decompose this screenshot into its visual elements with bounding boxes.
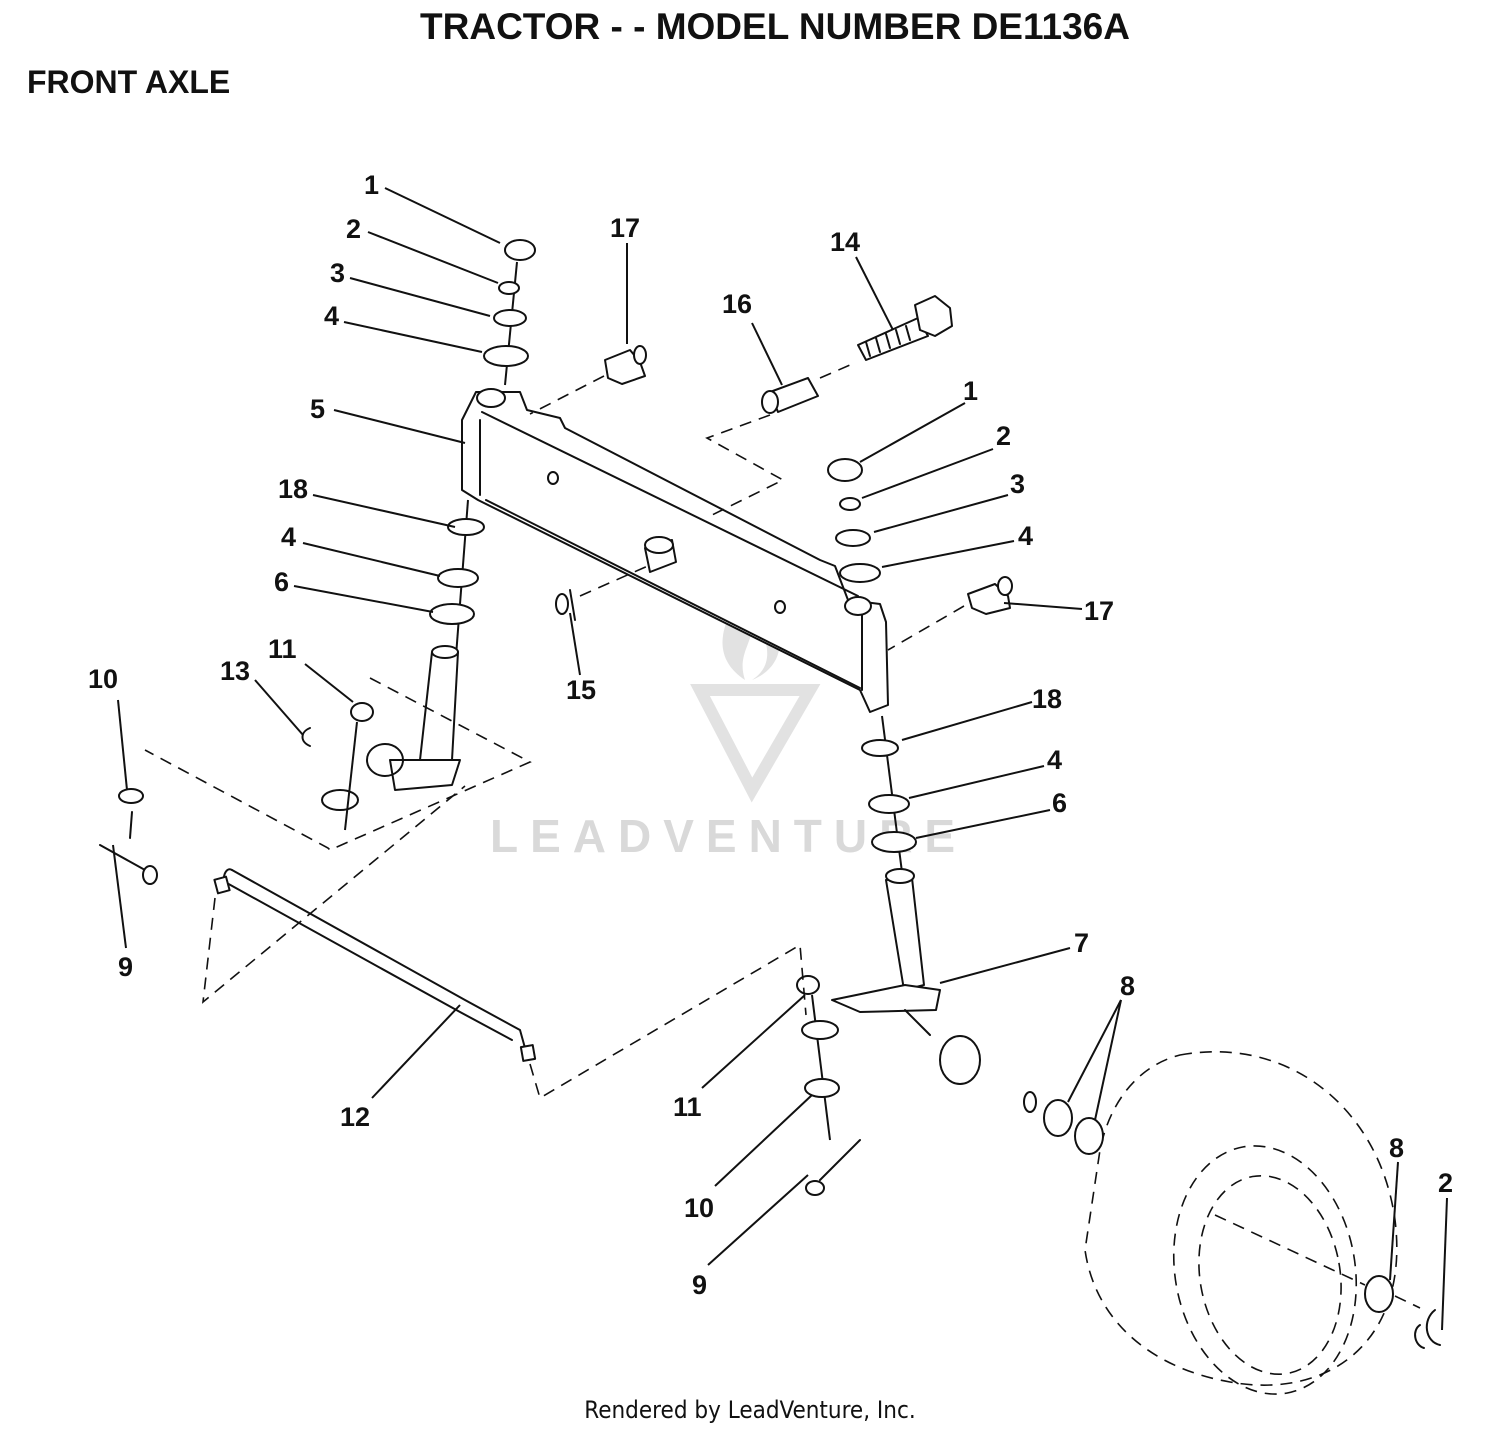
callout-4: 4: [281, 522, 296, 552]
callout-15: 15: [566, 675, 596, 705]
callout-4: 4: [1047, 745, 1062, 775]
callout-11: 11: [268, 634, 297, 664]
callout-3: 3: [330, 258, 345, 288]
tie-rod: [213, 868, 537, 1062]
callout-1: 1: [963, 376, 978, 406]
callout-leaders: [112, 187, 1448, 1331]
left-spindle-stack: [301, 239, 536, 831]
callout-6: 6: [1052, 788, 1067, 818]
callout-5: 5: [310, 394, 325, 424]
axle-nut: [555, 564, 651, 621]
pivot-bolt: [857, 295, 953, 361]
front-wheel: [1023, 1050, 1441, 1395]
callout-17: 17: [610, 213, 640, 243]
grease-fitting-right: [887, 576, 1013, 651]
callout-7: 7: [1074, 928, 1089, 958]
callout-16: 16: [722, 289, 752, 319]
callout-18: 18: [278, 474, 308, 504]
right-spindle-stack: [796, 458, 981, 1196]
callout-labels: 1 2 3 4 5 18 4 6 11 13 10 9 17 16 14 1 2…: [88, 170, 1453, 1300]
callout-1: 1: [364, 170, 379, 200]
callout-8: 8: [1389, 1133, 1404, 1163]
callout-13: 13: [220, 656, 250, 686]
callout-9: 9: [692, 1270, 707, 1300]
callout-3: 3: [1010, 469, 1025, 499]
callout-8: 8: [1120, 971, 1135, 1001]
callout-18: 18: [1032, 684, 1062, 714]
callout-4: 4: [1018, 521, 1033, 551]
callout-17: 17: [1084, 596, 1114, 626]
callout-10: 10: [88, 664, 118, 694]
page-title: TRACTOR - - MODEL NUMBER DE1136A: [420, 6, 1130, 47]
pivot-bushing: [761, 364, 851, 414]
callout-2: 2: [996, 421, 1011, 451]
section-title: FRONT AXLE: [27, 64, 231, 100]
left-cotter-pin: [99, 788, 158, 885]
callout-10: 10: [684, 1193, 714, 1223]
callout-2: 2: [1438, 1168, 1453, 1198]
callout-4: 4: [324, 301, 339, 331]
callout-2: 2: [346, 214, 361, 244]
callout-14: 14: [830, 227, 860, 257]
callout-12: 12: [340, 1102, 370, 1132]
callout-6: 6: [274, 567, 289, 597]
footer-credit: Rendered by LeadVenture, Inc.: [584, 1396, 916, 1424]
grease-fitting-left: [529, 345, 647, 415]
callout-11: 11: [673, 1092, 702, 1122]
callout-9: 9: [118, 952, 133, 982]
axle-beam: [461, 388, 889, 713]
